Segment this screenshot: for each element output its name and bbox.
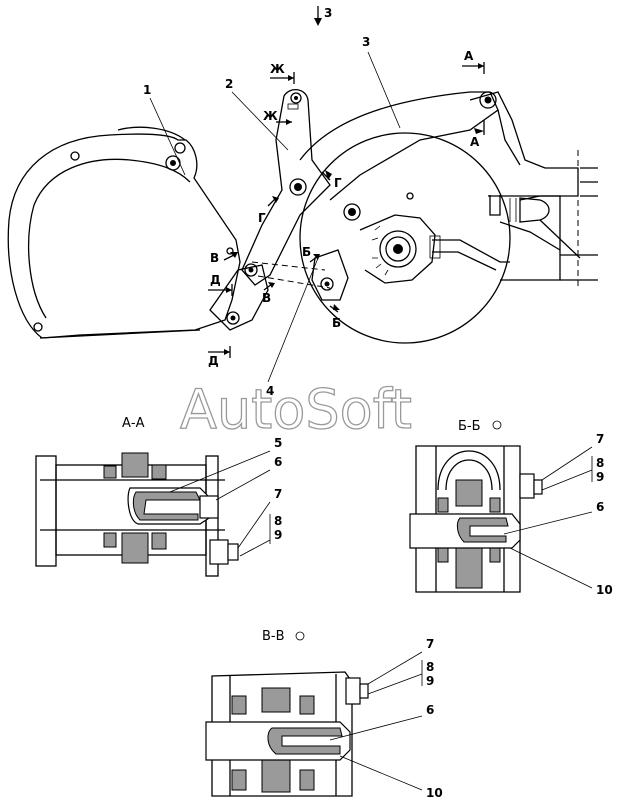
marker-b-1: Б [302, 245, 311, 259]
part-3-disc [299, 91, 511, 344]
section-b-b-title: Б-Б [458, 419, 481, 434]
vv-callout-8: 8 [426, 660, 434, 674]
view-arrow-label: 3 [324, 6, 332, 20]
marker-d-2: Д [208, 354, 219, 368]
vv-callout-6: 6 [426, 703, 434, 717]
callout-3: 3 [362, 35, 370, 49]
section-v-v-title: В-В [262, 629, 285, 644]
callout-1: 1 [143, 83, 151, 97]
marker-v-2: В [262, 291, 271, 305]
watermark: AutoSoft [180, 378, 412, 441]
bb-callout-8: 8 [596, 456, 604, 470]
marker-zh-side: Ж [263, 109, 278, 123]
right-frame [469, 91, 598, 290]
bb-callout-10: 10 [596, 583, 613, 597]
bb-callout-7: 7 [596, 432, 604, 446]
section-markers: А А Ж Ж Г Г Б Б [208, 49, 485, 368]
marker-a-side: А [470, 135, 480, 149]
vv-callout-7: 7 [426, 637, 434, 651]
marker-g-1: Г [334, 176, 342, 190]
vv-callout-10: 10 [426, 786, 443, 800]
view-arrow-3: 3 [314, 6, 332, 26]
vv-callout-9: 9 [426, 674, 434, 688]
bb-callout-6: 6 [596, 500, 604, 514]
part-2-lever [241, 89, 331, 289]
marker-a-top: А [464, 49, 474, 63]
marker-d-1: Д [210, 273, 221, 287]
section-a-a-title: А-А [122, 416, 145, 431]
marker-zh-top: Ж [270, 62, 285, 76]
callout-2: 2 [225, 77, 233, 91]
aa-callout-8: 8 [274, 514, 282, 528]
marker-v-1: В [210, 251, 219, 265]
bb-callout-9: 9 [596, 470, 604, 484]
part-1-claw [7, 126, 269, 339]
main-view: 3 [7, 6, 598, 398]
marker-g-2: Г [258, 211, 266, 225]
aa-callout-5: 5 [274, 436, 282, 450]
aa-callout-9: 9 [274, 528, 282, 542]
section-v-v: В-В 7 8 9 6 10 [205, 629, 443, 800]
part-4-rod [267, 257, 319, 383]
section-b-b: Б-Б 7 8 9 6 10 [409, 419, 613, 597]
callout-4: 4 [266, 384, 274, 398]
aa-callout-7: 7 [274, 487, 282, 501]
aa-callout-6: 6 [274, 455, 282, 469]
section-a-a: А-А 5 6 7 8 9 [35, 416, 282, 577]
marker-b-2: Б [332, 316, 341, 330]
